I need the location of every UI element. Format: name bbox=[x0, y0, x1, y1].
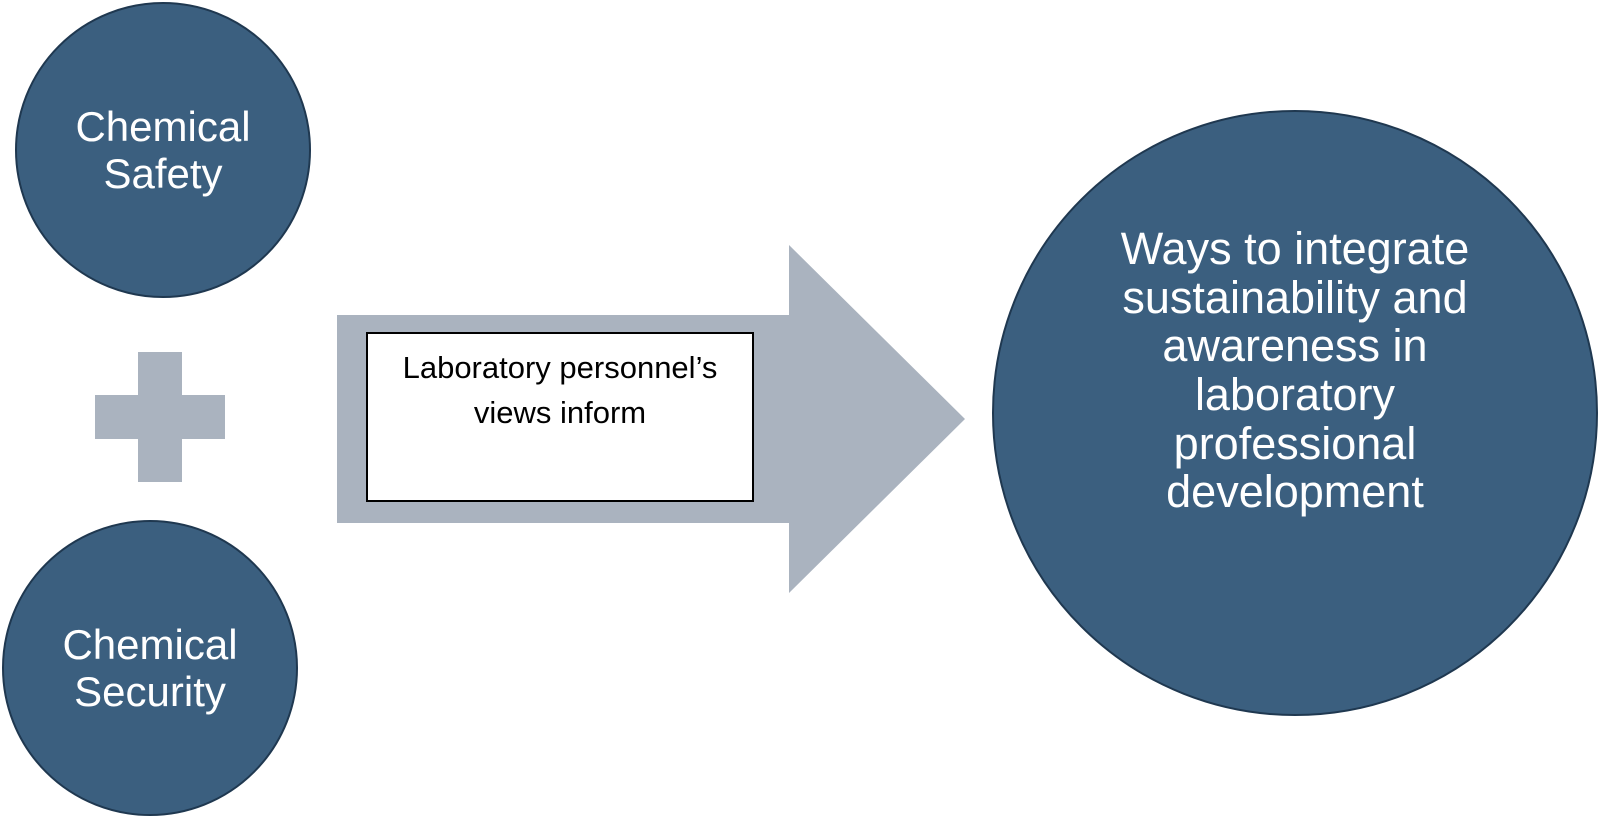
chemical-safety-label: Chemical Safety bbox=[75, 102, 251, 197]
chemical-safety-circle: Chemical Safety bbox=[15, 2, 311, 298]
process-textbox: Laboratory personnel’s views inform bbox=[366, 332, 754, 502]
process-label: Laboratory personnel’s views inform bbox=[402, 350, 718, 430]
outcome-label: Ways to integrate sustainability and awa… bbox=[1120, 223, 1470, 518]
plus-icon bbox=[95, 352, 225, 482]
chemical-security-circle: Chemical Security bbox=[2, 520, 298, 816]
outcome-circle: Ways to integrate sustainability and awa… bbox=[992, 110, 1598, 716]
chemical-security-label: Chemical Security bbox=[62, 620, 238, 715]
